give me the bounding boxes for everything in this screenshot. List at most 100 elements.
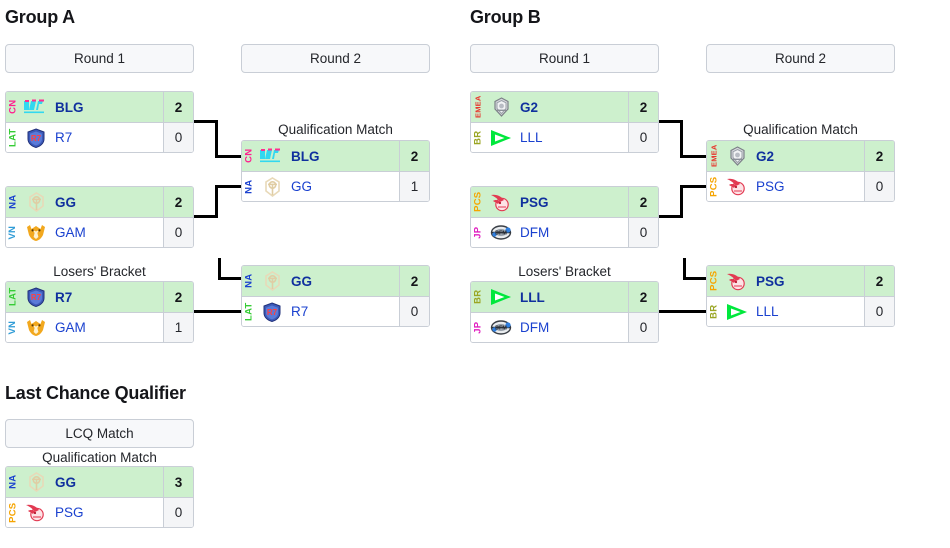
group-b-round2-header[interactable]: Round 2: [706, 44, 895, 73]
region-tag-na: NA: [242, 172, 257, 201]
team-score: 1: [399, 172, 429, 201]
blg-logo: [21, 92, 51, 122]
svg-text:R7: R7: [31, 293, 42, 302]
team-name[interactable]: GG: [55, 474, 77, 490]
group-b-round1-header[interactable]: Round 1: [470, 44, 659, 73]
psg-logo: [722, 266, 752, 296]
team-name[interactable]: DFM: [520, 225, 550, 240]
svg-text:R7: R7: [267, 308, 278, 317]
region-tag-na: NA: [6, 467, 21, 497]
team-name[interactable]: G2: [520, 99, 539, 115]
team-name[interactable]: BLG: [291, 148, 320, 164]
team-name[interactable]: G2: [756, 148, 775, 164]
r7-logo: R7: [21, 123, 51, 152]
match-row[interactable]: NA GG 1: [242, 171, 429, 201]
team-name[interactable]: R7: [55, 130, 73, 145]
connector-a1: [194, 120, 218, 123]
team-name[interactable]: BLG: [55, 99, 84, 115]
region-tag-label: PCS: [708, 176, 720, 197]
team-score: 0: [864, 297, 894, 326]
team-name[interactable]: PSG: [756, 179, 785, 194]
team-name[interactable]: DFM: [520, 320, 550, 335]
team-score: 2: [399, 141, 429, 171]
connector-b7: [683, 258, 686, 280]
group-a-round1-header[interactable]: Round 1: [5, 44, 194, 73]
connector-a5: [215, 185, 218, 218]
region-tag-label: EMEA: [473, 95, 483, 119]
connector-a7: [218, 258, 221, 280]
team-name[interactable]: LLL: [756, 304, 779, 319]
connector-b5: [680, 185, 683, 218]
team-name[interactable]: GG: [55, 194, 77, 210]
team-name[interactable]: PSG: [520, 194, 549, 210]
team-name[interactable]: PSG: [55, 505, 84, 520]
match-row[interactable]: VN GAM 0: [6, 217, 193, 247]
match-row[interactable]: BR LLL 2: [471, 282, 658, 312]
connector-b4: [659, 215, 683, 218]
group-a-round2-label: Round 2: [309, 51, 362, 66]
team-name[interactable]: GG: [291, 179, 313, 194]
match-row[interactable]: PCS PSG 0: [707, 171, 894, 201]
team-name[interactable]: R7: [55, 289, 73, 305]
team-score: 2: [628, 282, 658, 312]
team-name[interactable]: PSG: [756, 273, 785, 289]
team-name[interactable]: LLL: [520, 130, 543, 145]
team-score: 0: [628, 218, 658, 247]
team-score: 0: [163, 218, 193, 247]
team-name[interactable]: LLL: [520, 289, 545, 305]
region-tag-label: NA: [243, 273, 255, 289]
lcq-qualification-label: Qualification Match: [42, 450, 157, 465]
dfm-logo: DFM: [486, 218, 516, 247]
region-tag-emea: EMEA: [471, 92, 486, 122]
r7-logo: R7: [21, 282, 51, 312]
lll-logo: [486, 123, 516, 152]
group-a-round2-header[interactable]: Round 2: [241, 44, 430, 73]
region-tag-br: BR: [471, 282, 486, 312]
team-score: 0: [864, 172, 894, 201]
lll-logo: [722, 297, 752, 326]
team-score: 2: [163, 282, 193, 312]
region-tag-label: PCS: [708, 270, 720, 292]
team-name[interactable]: R7: [291, 304, 309, 319]
match-row[interactable]: CN BLG 2: [242, 141, 429, 171]
team-name[interactable]: GAM: [55, 320, 86, 335]
region-tag-label: VN: [7, 225, 19, 240]
gam-logo: [21, 218, 51, 247]
lcq-match-header[interactable]: LCQ Match: [5, 419, 194, 448]
team-score: 3: [163, 467, 193, 497]
group-b-round2-label: Round 2: [774, 51, 827, 66]
team-name[interactable]: GG: [291, 273, 313, 289]
region-tag-label: EMEA: [709, 144, 719, 168]
team-name[interactable]: GAM: [55, 225, 86, 240]
match-row[interactable]: NA GG 3: [6, 467, 193, 497]
region-tag-cn: CN: [242, 141, 257, 171]
